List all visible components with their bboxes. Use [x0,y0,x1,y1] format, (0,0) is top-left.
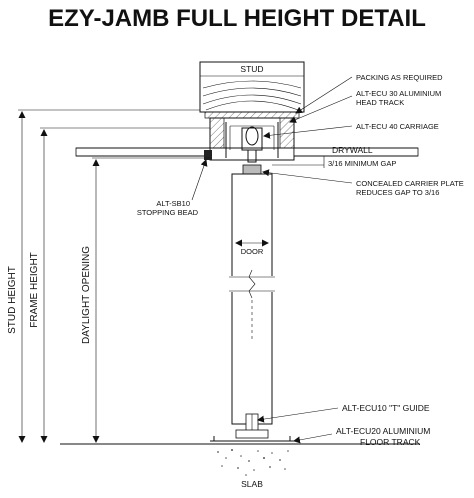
door-label: DOOR [241,247,264,256]
slab-label: SLAB [241,479,263,489]
callouts: PACKING AS REQUIRED ALT-ECU 30 ALUMINIUM… [137,73,464,447]
head-track-label-2: HEAD TRACK [356,98,404,107]
drawing-title: EZY-JAMB FULL HEIGHT DETAIL [48,5,426,32]
packing-label: PACKING AS REQUIRED [356,73,443,82]
stud-height-label: STUD HEIGHT [7,266,18,334]
stopping-bead-label-1: ALT-SB10 [156,199,190,208]
stopping-bead-label-2: STOPPING BEAD [137,208,199,217]
floor-track-label-1: ALT-ECU20 ALUMINIUM [336,426,430,436]
min-gap-label: 3/16 MINIMUM GAP [328,159,396,168]
drywall: DRYWALL [75,145,419,157]
dimension-lines: STUD HEIGHT FRAME HEIGHT DAYLIGHT OPENIN… [7,109,210,443]
packing [204,111,300,119]
frame-height-label: FRAME HEIGHT [29,252,40,328]
carrier-plate-label-1: CONCEALED CARRIER PLATE [356,179,464,188]
t-guide-label: ALT-ECU10 "T" GUIDE [342,403,430,413]
stud-label: STUD [240,64,263,74]
floor-track [210,429,294,442]
head-track [209,117,295,161]
slab: SLAB [60,443,420,489]
door: DOOR [228,173,276,425]
carrier-plate [242,164,262,175]
floor-track-label-2: FLOOR TRACK [360,437,421,447]
stopping-bead [204,150,212,160]
stud: STUD [199,61,305,113]
carriage-label: ALT-ECU 40 CARRIAGE [356,122,439,131]
head-track-label-1: ALT-ECU 30 ALUMINIUM [356,89,441,98]
carrier-plate-label-2: REDUCES GAP TO 3/16 [356,188,439,197]
carriage [241,126,263,163]
daylight-opening-label: DAYLIGHT OPENING [81,246,92,344]
drywall-label: DRYWALL [332,145,373,155]
